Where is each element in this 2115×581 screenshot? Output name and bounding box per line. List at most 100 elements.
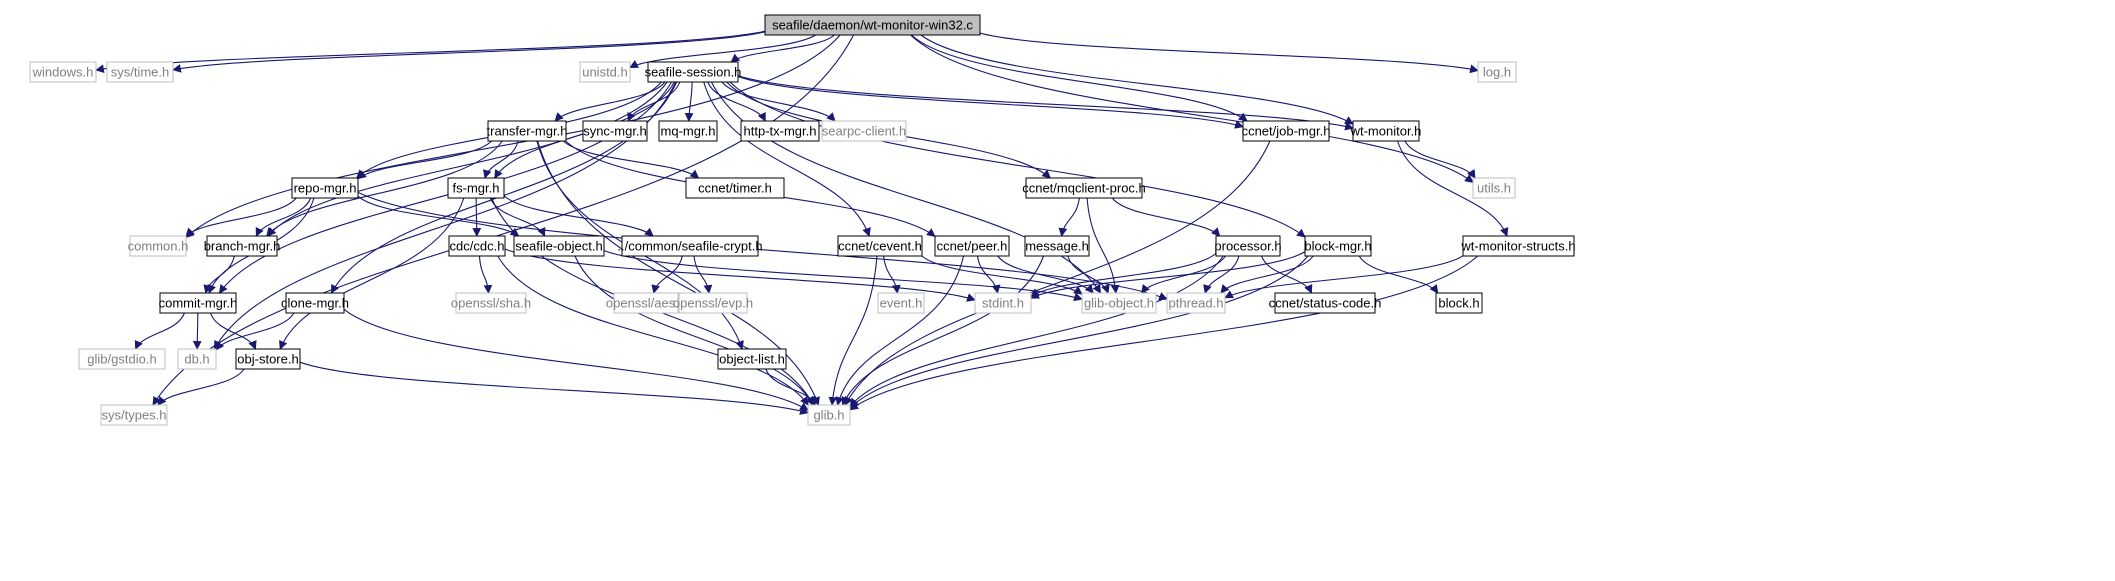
node-systypes-label: sys/types.h (101, 408, 166, 423)
edge-wtmon-to-wtstructs (1396, 140, 1509, 237)
edge-session-to-jobmgr (737, 75, 1244, 129)
edge-repomgr-to-branch (255, 197, 312, 237)
node-mqmgr[interactable]: mq-mgr.h (658, 120, 718, 142)
nodes-layer: seafile/daemon/wt-monitor-win32.c windows… (29, 14, 1576, 426)
edge-cevent-to-event (883, 255, 901, 294)
edge-mqclient-to-processor (1111, 197, 1221, 237)
node-message-box (1024, 235, 1090, 257)
edge-root-to-common (185, 34, 841, 238)
node-seafobj-label: seafile-object.h (515, 239, 602, 254)
edge-cdc-to-stdint (504, 248, 976, 302)
node-seafobj[interactable]: seafile-object.h (513, 235, 605, 257)
edge-clone-to-db (215, 312, 295, 351)
node-processor-label: processor.h (1214, 239, 1281, 254)
node-message[interactable]: message.h (1024, 235, 1090, 257)
node-globj-box (1081, 292, 1157, 314)
edge-objstore-to-systypes (157, 368, 245, 406)
node-cdc[interactable]: cdc/cdc.h (448, 235, 506, 257)
node-status[interactable]: ccnet/status-code.h (1269, 292, 1382, 314)
node-utils-box (1472, 177, 1516, 199)
node-evp-box (678, 292, 748, 314)
node-httptx[interactable]: http-tx-mgr.h (740, 120, 820, 142)
edge-blockmgr-to-stdint (1030, 251, 1306, 299)
node-cevent[interactable]: ccnet/cevent.h (837, 235, 923, 257)
node-mqclient[interactable]: ccnet/mqclient-proc.h (1022, 177, 1146, 199)
node-unistd-box (579, 61, 631, 83)
node-objlist[interactable]: object-list.h (717, 348, 787, 370)
edge-session-to-wtmon (737, 75, 1354, 131)
node-utils-label: utils.h (1477, 181, 1511, 196)
node-branch[interactable]: branch-mgr.h (204, 235, 281, 257)
edge-peer-to-glib (835, 255, 965, 406)
node-objstore[interactable]: obj-store.h (235, 348, 301, 370)
edge-session-to-httptx (707, 81, 766, 122)
node-event-label: event.h (880, 296, 923, 311)
node-peer[interactable]: ccnet/peer.h (934, 235, 1010, 257)
node-objstore-label: obj-store.h (237, 352, 298, 367)
edge-wtstructs-to-pthread (1224, 255, 1464, 299)
edge-objlist-to-glib (765, 368, 816, 406)
node-evp-label: openssl/evp.h (673, 296, 753, 311)
edge-transfer-to-glib (537, 140, 820, 406)
edges-layer (95, 30, 1509, 415)
node-transfer[interactable]: transfer-mgr.h (487, 120, 568, 142)
node-glib-box (807, 404, 851, 426)
edge-jobmgr-to-glib (844, 140, 1271, 406)
node-log-label: log.h (1483, 65, 1511, 80)
node-processor-box (1215, 235, 1281, 257)
node-systypes-box (100, 404, 168, 426)
node-gstdio-label: glib/gstdio.h (87, 352, 156, 367)
node-root[interactable]: seafile/daemon/wt-monitor-win32.c (764, 14, 981, 36)
edge-commit-to-objstore (209, 312, 257, 350)
node-jobmgr-label: ccnet/job-mgr.h (1242, 124, 1331, 139)
node-clone[interactable]: clone-mgr.h (281, 292, 349, 314)
node-syncmgr[interactable]: sync-mgr.h (582, 120, 648, 142)
node-block[interactable]: block.h (1435, 292, 1483, 314)
node-session[interactable]: seafile-session.h (645, 61, 742, 83)
node-db-label: db.h (184, 352, 209, 367)
edge-peer-to-globj (997, 255, 1094, 294)
node-clone-label: clone-mgr.h (281, 296, 349, 311)
node-jobmgr-box (1242, 120, 1330, 142)
edge-clone-to-glib (343, 308, 809, 411)
node-blockmgr-label: block-mgr.h (1304, 239, 1371, 254)
node-unistd: unistd.h (579, 61, 631, 83)
node-pthread: pthread.h (1166, 292, 1226, 314)
edge-session-to-blockmgr (729, 81, 1306, 238)
node-event-box (877, 292, 925, 314)
edge-seafobj-to-glib (574, 255, 814, 406)
node-jobmgr[interactable]: ccnet/job-mgr.h (1242, 120, 1331, 142)
node-wtstructs[interactable]: wt-monitor-structs.h (1460, 235, 1576, 257)
edge-repomgr-to-seafobj (357, 195, 520, 237)
edge-commit-to-gstdio (134, 312, 185, 350)
edge-processor-to-glib (849, 255, 1224, 408)
node-pthread-box (1166, 292, 1226, 314)
edge-objstore-to-glib (299, 361, 809, 415)
node-timer[interactable]: ccnet/timer.h (685, 177, 785, 199)
node-pthread-label: pthread.h (1169, 296, 1224, 311)
node-wtmon-box (1352, 120, 1420, 142)
node-blockmgr[interactable]: block-mgr.h (1304, 235, 1372, 257)
node-root-label: seafile/daemon/wt-monitor-win32.c (772, 18, 973, 33)
node-fsmgr[interactable]: fs-mgr.h (447, 177, 505, 199)
edge-session-to-searpc (721, 81, 836, 122)
node-timer-label: ccnet/timer.h (698, 181, 772, 196)
node-processor[interactable]: processor.h (1214, 235, 1282, 257)
node-crypt[interactable]: ../common/seafile-crypt.h (617, 235, 763, 257)
node-commit-box (159, 292, 237, 314)
edge-fsmgr-to-crypt (503, 195, 654, 237)
node-cevent-box (837, 235, 923, 257)
node-commit[interactable]: commit-mgr.h (159, 292, 238, 314)
node-event: event.h (877, 292, 925, 314)
edge-blockmgr-to-pthread (1220, 255, 1314, 294)
node-mqclient-label: ccnet/mqclient-proc.h (1022, 181, 1146, 196)
edge-session-to-cevent (703, 81, 871, 237)
node-sha-label: openssl/sha.h (451, 296, 531, 311)
node-repomgr[interactable]: repo-mgr.h (291, 177, 359, 199)
edge-root-to-wtmon (920, 34, 1354, 125)
node-wtmon-label: wt-monitor.h (1350, 124, 1422, 139)
node-wtmon[interactable]: wt-monitor.h (1350, 120, 1422, 142)
edge-mqclient-to-globj (1086, 197, 1120, 294)
edge-wtstructs-to-glib (849, 255, 1479, 411)
node-windows-label: windows.h (32, 65, 94, 80)
